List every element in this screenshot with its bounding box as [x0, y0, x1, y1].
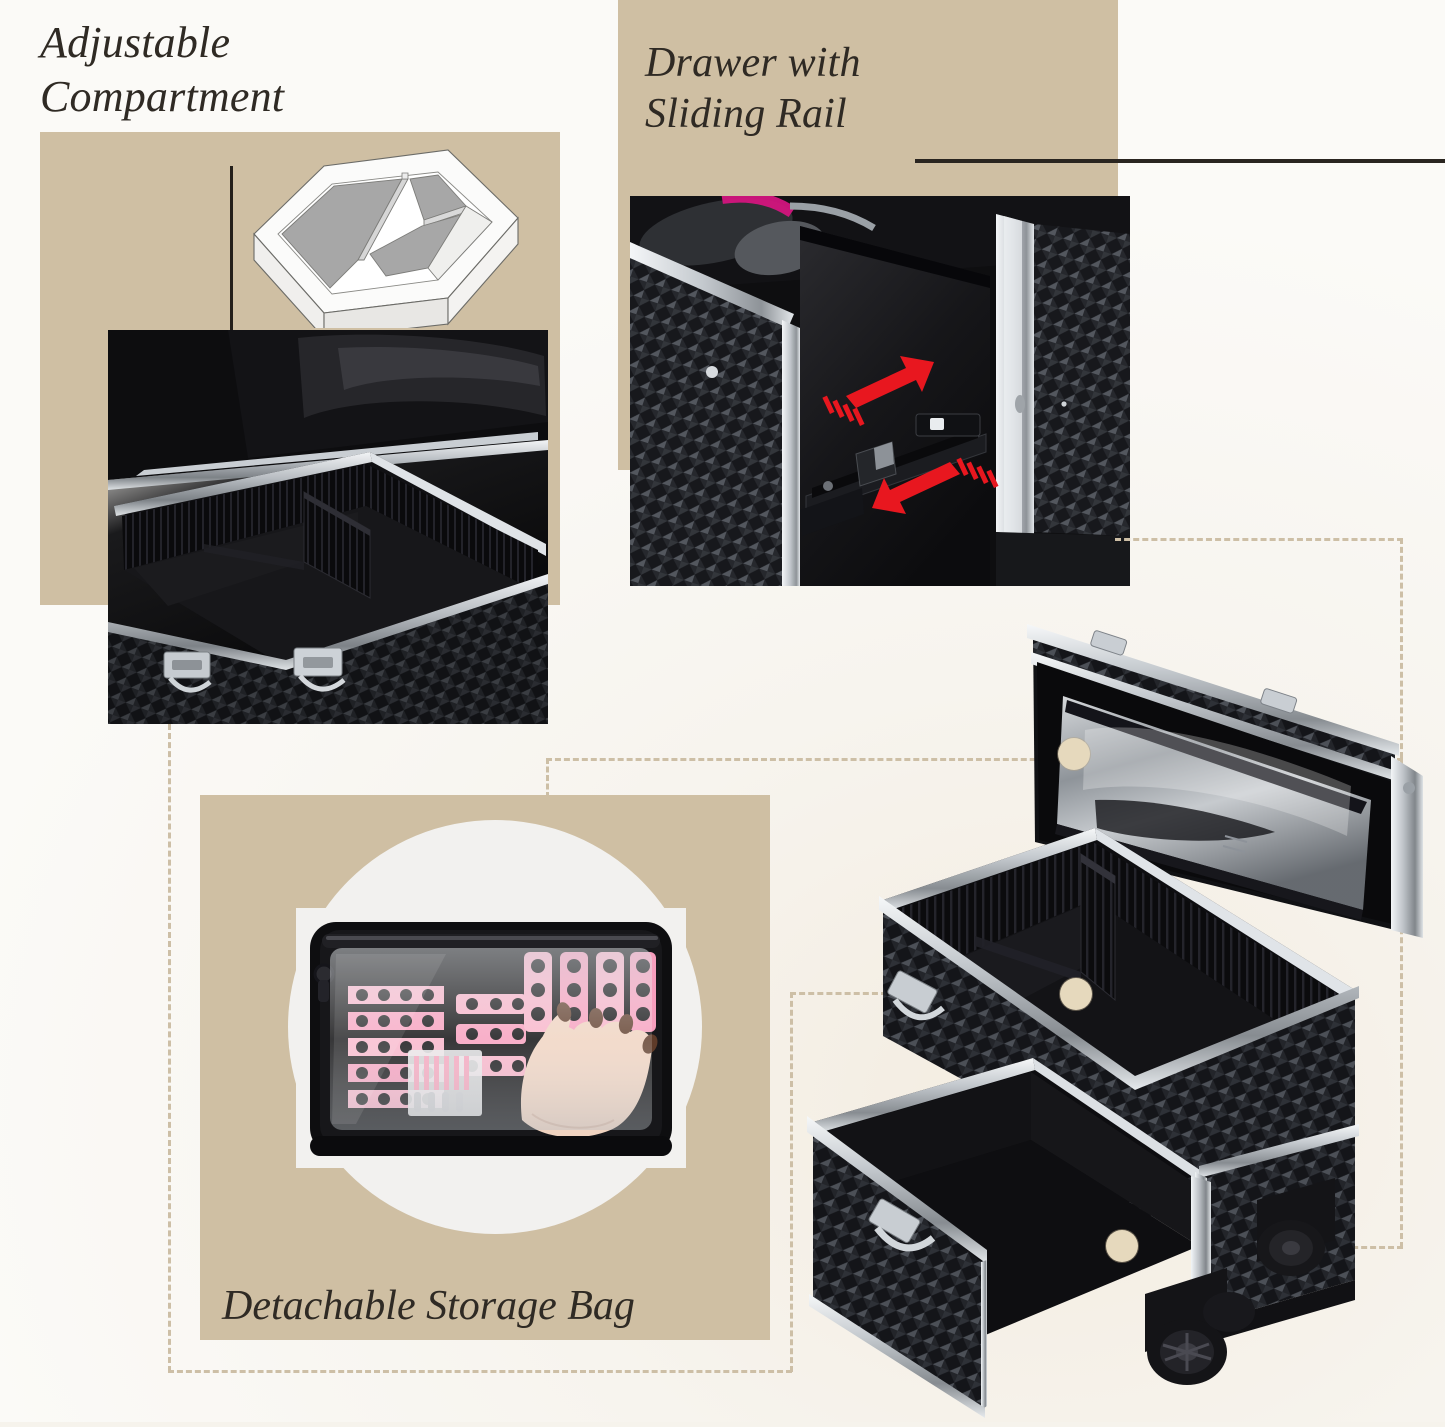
- connector-mid-vertical: [790, 992, 793, 1372]
- tray-divider-illustration: [253, 149, 519, 328]
- case-base-and-wheels: [1145, 1124, 1359, 1385]
- heading-adjustable-compartment: Adjustable Compartment: [40, 18, 285, 121]
- connector-upper-horizontal: [546, 758, 1403, 761]
- arrow-pull-out: [822, 356, 934, 427]
- latch-left: [887, 970, 945, 1021]
- photo-detachable-storage-bag: [296, 908, 686, 1168]
- wheel-rear: [1257, 1220, 1325, 1276]
- storage-bag-graphic: [296, 908, 686, 1168]
- case-top-compartment: [879, 828, 1359, 1228]
- connector-right-vertical-top: [1400, 538, 1403, 758]
- photo-drawer-sliding-rail: [630, 196, 1130, 586]
- drawer-rail-graphic: [630, 196, 1130, 586]
- photo-adjustable-compartment: [108, 330, 548, 724]
- heading-drawer-sliding-rail: Drawer with Sliding Rail: [645, 40, 861, 138]
- divider-rule-top-right: [915, 159, 1445, 163]
- callout-dot-drawer: [1106, 1230, 1138, 1262]
- drawer-latch: [868, 1198, 936, 1252]
- callout-dot-lid-pocket: [1058, 738, 1090, 770]
- wheel-front: [1147, 1319, 1227, 1385]
- callout-dot-divider: [1060, 978, 1092, 1010]
- connector-left-vertical: [168, 724, 171, 1372]
- connector-bottom-horizontal: [168, 1370, 792, 1373]
- connector-upper-stub: [546, 758, 549, 798]
- hero-product-image: [795, 600, 1445, 1422]
- case-interior-graphic: [108, 330, 548, 724]
- connector-right-top-horizontal: [1115, 538, 1403, 541]
- pointer-line-adjustable: [230, 166, 233, 434]
- connector-right-vertical: [1400, 758, 1403, 1248]
- case-drawer: [807, 1058, 1203, 1418]
- rolling-train-case-graphic: [807, 624, 1423, 1418]
- arrow-push-in: [872, 457, 999, 514]
- caption-detachable-storage-bag: Detachable Storage Bag: [222, 1283, 635, 1329]
